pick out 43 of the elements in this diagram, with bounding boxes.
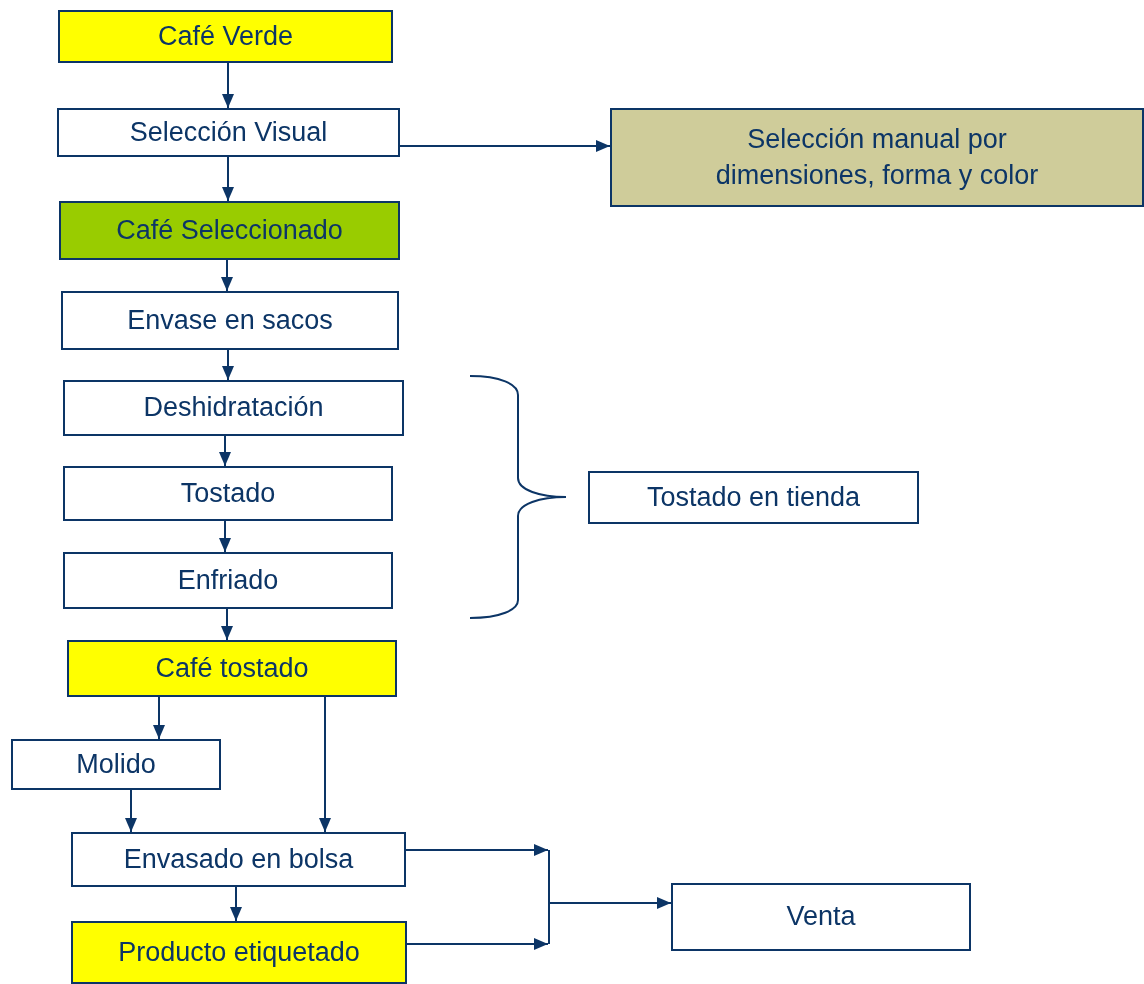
node-label: Venta bbox=[786, 900, 856, 934]
node-label: Enfriado bbox=[177, 563, 279, 597]
arrow bbox=[219, 435, 231, 467]
arrow bbox=[399, 140, 611, 152]
process-box bbox=[11, 739, 221, 790]
arrow bbox=[125, 789, 137, 833]
arrow bbox=[548, 849, 672, 945]
process-box bbox=[610, 108, 1144, 207]
node-label: Molido bbox=[76, 747, 156, 781]
node-label: Deshidratación bbox=[143, 391, 324, 425]
process-box bbox=[59, 201, 400, 260]
process-box bbox=[63, 552, 393, 609]
node-label: Café Verde bbox=[157, 19, 294, 53]
process-box bbox=[67, 640, 397, 697]
node-label: Selección Visual bbox=[129, 115, 328, 149]
arrow bbox=[222, 62, 234, 109]
arrow bbox=[221, 608, 233, 641]
node-label: Selección manual por dimensiones, forma y color bbox=[714, 123, 1040, 192]
arrow bbox=[153, 696, 165, 740]
node-label: Tostado bbox=[180, 476, 276, 510]
arrow bbox=[319, 696, 331, 833]
arrow bbox=[230, 886, 242, 922]
process-box bbox=[63, 466, 393, 521]
process-box bbox=[71, 832, 406, 887]
process-box bbox=[58, 10, 393, 63]
node-label: Café Seleccionado bbox=[116, 213, 343, 247]
node-label: Envase en sacos bbox=[127, 303, 333, 337]
process-box bbox=[61, 291, 399, 350]
process-box bbox=[588, 471, 919, 524]
arrow bbox=[406, 938, 549, 950]
node-label: Producto etiquetado bbox=[118, 935, 360, 969]
arrow bbox=[405, 844, 549, 856]
process-box bbox=[63, 380, 404, 436]
node-label: Café tostado bbox=[155, 651, 309, 685]
node-label: Tostado en tienda bbox=[646, 480, 861, 514]
arrow bbox=[222, 349, 234, 381]
process-box bbox=[71, 921, 407, 984]
process-box bbox=[57, 108, 400, 157]
arrow bbox=[221, 259, 233, 292]
node-label: Envasado en bolsa bbox=[123, 842, 354, 876]
process-box bbox=[671, 883, 971, 951]
arrow bbox=[219, 520, 231, 553]
arrow bbox=[222, 156, 234, 202]
